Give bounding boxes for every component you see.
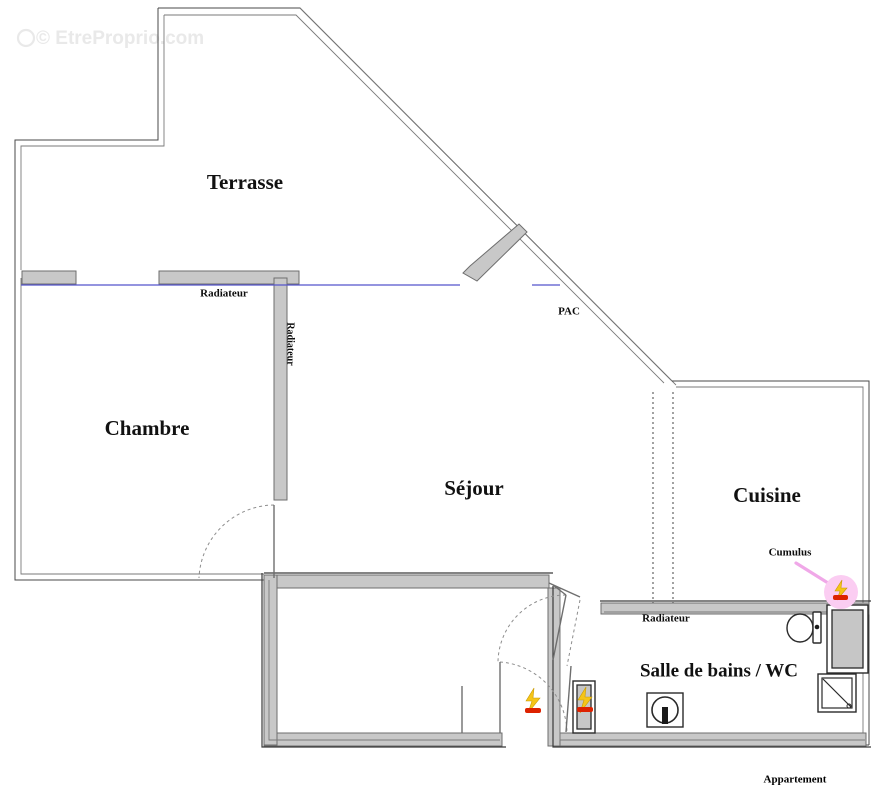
shower-icon [817,673,857,713]
wall-outlines [261,572,871,748]
annotation-radiateur-sdb: Radiateur [642,613,690,625]
sink-icon [646,692,684,728]
annotation-radiateur-chambre-haut: Radiateur [200,288,248,300]
cuisine-opening [652,392,674,603]
bathtub-icon [826,604,869,674]
room-label-terrasse: Terrasse [207,170,283,194]
door-chambre [198,504,275,579]
room-label-salle-de-bains-wc: Salle de bains / WC [640,660,798,681]
room-label-cuisine: Cuisine [733,483,801,507]
annotation-radiateur-chambre-droite: Radiateur [285,322,296,366]
annotation-pac: PAC [558,306,580,318]
cumulus-marker [794,561,858,609]
watermark-text: © EtreProprio.com [36,28,204,49]
door-entry [461,599,581,734]
annotation-cumulus: Cumulus [769,547,813,559]
watermark: © EtreProprio.com [16,28,204,49]
toilet-icon [786,611,822,644]
water-heater-icon [833,579,848,601]
door-salle-de-bains [497,582,581,665]
room-label-sejour: Séjour [444,476,504,500]
electric-bolt-icon-1 [525,687,541,714]
terrace-outline [14,7,677,386]
walls [21,223,870,747]
footer-label-appartement: Appartement [764,774,827,786]
room-label-chambre: Chambre [105,416,190,440]
electric-bolt-icon-2 [577,686,593,714]
